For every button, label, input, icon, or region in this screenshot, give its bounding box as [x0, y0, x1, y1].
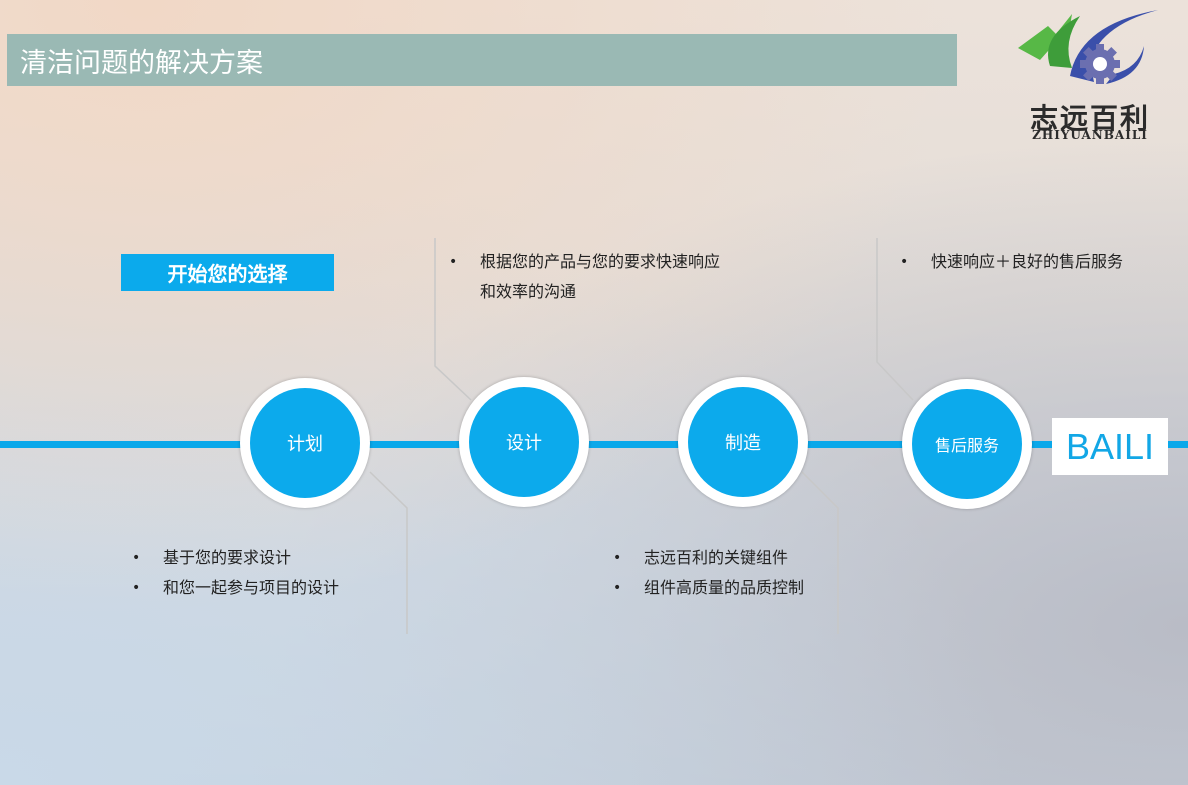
step-design-label: 设计 — [469, 387, 579, 497]
gear-arrow-logo-icon — [1018, 10, 1158, 84]
design-connector — [434, 238, 472, 401]
timeline-bar — [0, 441, 1188, 448]
step-manufacture[interactable]: 制造 — [678, 377, 808, 507]
manufacture-points: 志远百利的关键组件 组件高质量的品质控制 — [613, 543, 804, 603]
step-service[interactable]: 售后服务 — [902, 379, 1032, 509]
design-point-1: 根据您的产品与您的要求快速响应 — [449, 247, 720, 277]
plan-points: 基于您的要求设计 和您一起参与项目的设计 — [132, 543, 339, 603]
page-title: 清洁问题的解决方案 — [20, 47, 263, 79]
manufacture-point-2: 组件高质量的品质控制 — [613, 573, 804, 603]
design-point-2: 和效率的沟通 — [480, 282, 577, 301]
logo-name-cn: 志远百利 — [1029, 102, 1150, 135]
step-design[interactable]: 设计 — [459, 377, 589, 507]
service-point-1: 快速响应＋良好的售后服务 — [900, 247, 1123, 277]
service-connector — [876, 238, 914, 401]
plan-connector — [369, 471, 408, 634]
title-bar: 清洁问题的解决方案 — [7, 34, 957, 86]
plan-point-2: 和您一起参与项目的设计 — [132, 573, 339, 603]
service-points: 快速响应＋良好的售后服务 — [900, 247, 1123, 277]
plan-point-1: 基于您的要求设计 — [132, 543, 339, 573]
start-choice-label: 开始您的选择 — [121, 254, 334, 291]
manufacture-point-1: 志远百利的关键组件 — [613, 543, 804, 573]
company-logo: 志远百利 ZHIYUANBAILI — [1010, 6, 1180, 146]
manufacture-connector — [801, 471, 839, 634]
logo-name-en: ZHIYUANBAILI — [1032, 128, 1148, 142]
step-service-label: 售后服务 — [912, 389, 1022, 499]
step-manufacture-label: 制造 — [688, 387, 798, 497]
design-points: 根据您的产品与您的要求快速响应 和效率的沟通 — [449, 247, 720, 307]
step-plan-label: 计划 — [250, 388, 360, 498]
step-plan[interactable]: 计划 — [240, 378, 370, 508]
baili-badge: BAILI — [1052, 418, 1168, 475]
